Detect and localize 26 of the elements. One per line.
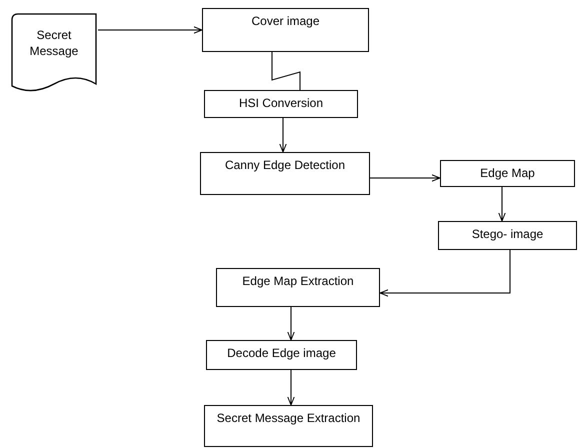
arrow [287,370,295,406]
arrow [287,306,295,340]
process-box [206,340,357,370]
arrow [98,26,202,34]
node-label: Canny Edge Detection [224,158,346,174]
arrow [498,186,506,222]
process-box [216,268,380,307]
arrow [380,250,510,297]
process-box [440,160,575,187]
node-label: Secret Message Extraction [216,411,360,427]
connector-line [272,52,300,90]
process-box [202,8,369,52]
process-box [438,221,577,250]
process-box [204,90,358,118]
process-box [200,152,370,195]
node-label: HSI Conversion [238,96,324,112]
arrow [279,118,287,152]
process-box [204,405,373,447]
node-label: Cover image [251,14,320,30]
document-shape [10,12,98,94]
arrow [370,174,440,182]
node-label: Secret Message [28,28,80,60]
node-label: Decode Edge image [227,346,336,362]
node-label: Stego- image [472,227,544,243]
node-label: Edge Map Extraction [242,274,354,290]
node-label: Edge Map [480,166,535,182]
